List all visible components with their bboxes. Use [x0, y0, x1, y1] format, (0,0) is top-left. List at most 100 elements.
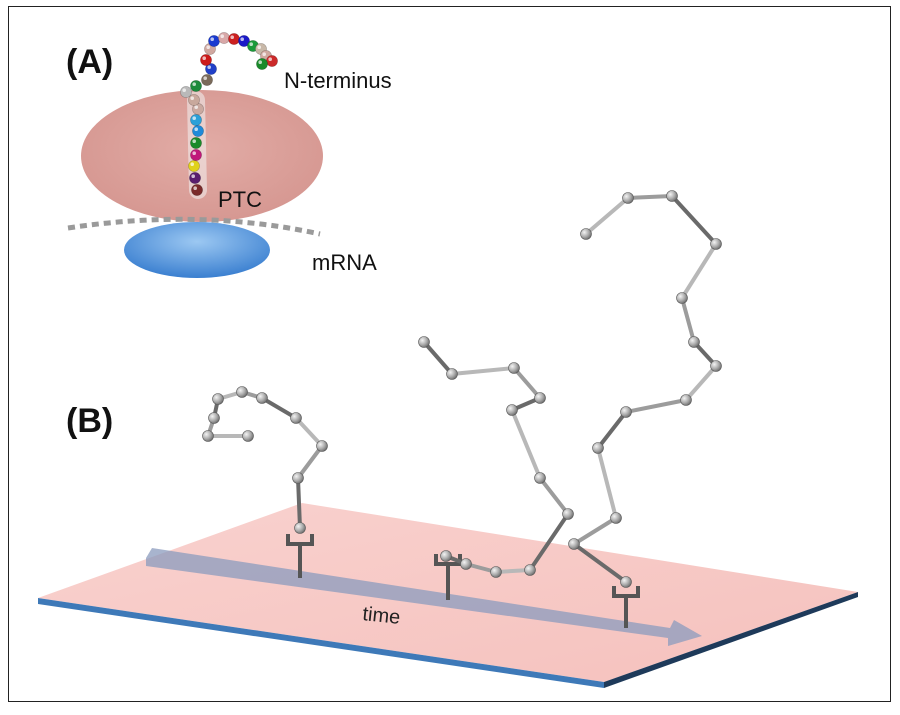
chain-1 [202, 386, 328, 534]
mrna-label: mRNA [312, 250, 377, 275]
bead-highlight [262, 52, 267, 56]
amino-acid-bead [190, 149, 202, 161]
panel-a: (A) N-terminus PTC mRNA [66, 32, 392, 278]
tether-3 [612, 586, 640, 628]
nascent-peptide-chain [180, 32, 278, 196]
bead-highlight [193, 186, 197, 190]
bead-highlight [191, 174, 195, 178]
chain-bead [580, 228, 592, 240]
amino-acid-bead [189, 172, 201, 184]
chain-bond [510, 408, 542, 480]
chain-bead [292, 472, 304, 484]
bead-highlight [192, 82, 196, 86]
chain-bead [710, 360, 722, 372]
bead-highlight [190, 162, 194, 166]
amino-acid-bead [192, 125, 204, 137]
chain-bead [316, 440, 328, 452]
chain-bead [242, 430, 254, 442]
chain-bond [670, 194, 718, 246]
chain-bead [620, 576, 632, 588]
chain-bond [450, 366, 516, 376]
tether-1 [286, 534, 314, 578]
amino-acid-bead [200, 54, 212, 66]
chain-bead [534, 392, 546, 404]
panel-b: (B) time [38, 190, 858, 688]
chain-bond [528, 512, 570, 572]
chain-bead [490, 566, 502, 578]
ptc-label: PTC [218, 187, 262, 212]
chain-bead [688, 336, 700, 348]
bead-highlight [192, 151, 196, 155]
chain-bead [680, 394, 692, 406]
time-label: time [361, 603, 401, 629]
chain-bond [572, 516, 618, 546]
bead-highlight [257, 45, 262, 49]
bead-highlight [203, 76, 207, 80]
chain-bond [422, 340, 454, 376]
chain-bead [710, 238, 722, 250]
bead-highlight [192, 116, 196, 120]
amino-acid-bead [190, 114, 202, 126]
amino-acid-bead [180, 86, 192, 98]
chain-bead [418, 336, 430, 348]
amino-acid-bead [208, 35, 220, 47]
chain-bead [290, 412, 302, 424]
chain-2 [418, 336, 574, 578]
bead-highlight [249, 42, 253, 46]
amino-acid-bead [266, 55, 278, 67]
bead-highlight [240, 37, 244, 41]
chain-bead [592, 442, 604, 454]
bead-highlight [194, 105, 198, 109]
surface-side-edge [604, 592, 858, 688]
chain-bead [236, 386, 248, 398]
bead-highlight [206, 45, 210, 49]
chain-bead [202, 430, 214, 442]
bead-highlight [268, 57, 273, 61]
bead-highlight [230, 35, 234, 39]
chain-bond [294, 416, 324, 448]
chain-bond [624, 398, 688, 414]
chain-bond [584, 196, 630, 236]
chain-bead [508, 362, 520, 374]
chain-bead [256, 392, 268, 404]
chain-bond [512, 366, 542, 400]
amino-acid-bead [190, 137, 202, 149]
chain-bead [208, 412, 220, 424]
chain-bond [596, 410, 628, 450]
bead-highlight [190, 96, 194, 100]
chain-bond [680, 296, 696, 344]
bead-highlight [182, 88, 186, 92]
amino-acid-bead [191, 184, 203, 196]
amino-acid-bead [256, 58, 268, 70]
ribosome-small-subunit [124, 222, 270, 278]
amino-acid-bead [228, 33, 240, 45]
chain-bead [622, 192, 634, 204]
figure-frame [8, 6, 891, 702]
amino-acid-bead [190, 80, 202, 92]
surface-front-edge [38, 598, 604, 688]
bead-highlight [210, 37, 214, 41]
chain-bond [538, 476, 570, 516]
time-arrow [146, 548, 702, 646]
chain-bead [568, 538, 580, 550]
amino-acid-bead [218, 32, 230, 44]
chain-bead [676, 292, 688, 304]
chain-bead [294, 522, 306, 534]
chain-bond [572, 542, 628, 584]
bead-highlight [202, 56, 206, 60]
chain-bead [666, 190, 678, 202]
chain-bead [562, 508, 574, 520]
chain-bond [596, 446, 618, 520]
bead-highlight [207, 65, 211, 69]
n-terminus-label: N-terminus [284, 68, 392, 93]
chain-bond [296, 476, 302, 530]
bead-highlight [194, 127, 198, 131]
amino-acid-bead [201, 74, 213, 86]
chain-bead [440, 550, 452, 562]
mrna-strand [67, 216, 321, 237]
bead-highlight [192, 139, 196, 143]
chain-bond [680, 242, 718, 300]
amino-acid-bead [188, 160, 200, 172]
chain-bond [260, 396, 298, 420]
